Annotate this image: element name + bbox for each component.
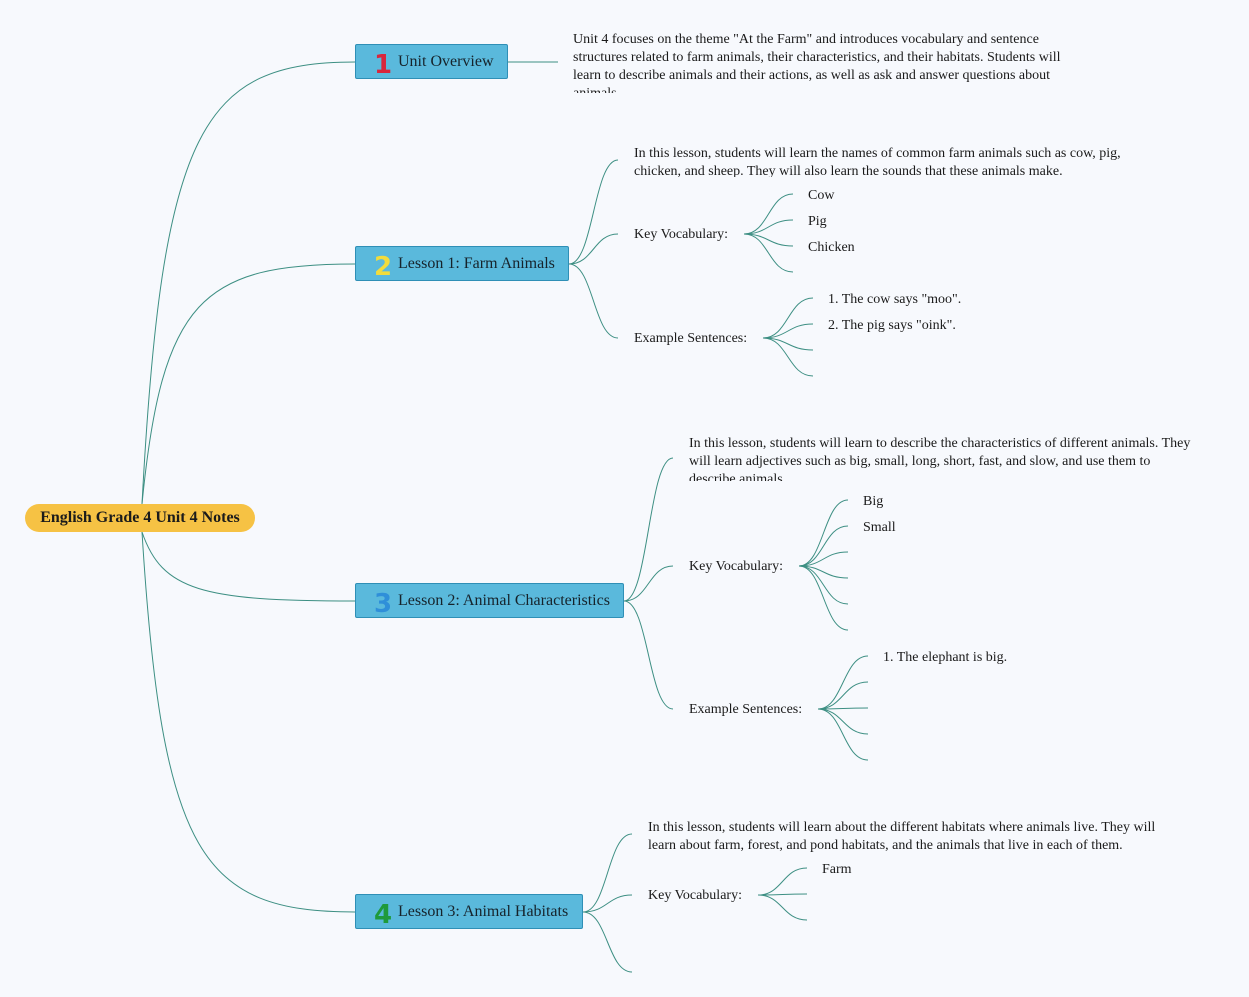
leaf-connector [743, 193, 794, 235]
leaf-connector [762, 337, 814, 377]
number-4-icon: 4 [374, 899, 393, 930]
number-2-icon: 2 [374, 251, 393, 282]
leaf-connector [798, 525, 849, 567]
lesson-1-vocab-label[interactable]: Key Vocabulary: [634, 227, 728, 242]
root-title: English Grade 4 Unit 4 Notes [40, 509, 240, 526]
leaf-connector [817, 655, 869, 710]
root-topic[interactable]: English Grade 4 Unit 4 Notes [25, 504, 255, 532]
branch-title: Lesson 3: Animal Habitats [398, 902, 569, 920]
leaf-connector [798, 565, 849, 605]
leaf-connector [798, 551, 849, 567]
leaf-connector [757, 867, 808, 896]
leaf-connector [798, 565, 849, 631]
branch-title: Unit Overview [398, 52, 494, 70]
number-3-icon: 3 [374, 588, 393, 619]
lesson-1-vocab-item[interactable]: Cow [808, 188, 835, 203]
lesson-3-vocab-label[interactable]: Key Vocabulary: [648, 888, 742, 903]
root-connector [141, 263, 356, 505]
root-connector [141, 531, 356, 913]
root-connector [141, 61, 356, 505]
lesson-2-vocab-item[interactable]: Big [863, 494, 884, 509]
lesson-2-vocab-label[interactable]: Key Vocabulary: [689, 559, 783, 574]
lesson-1-example-item[interactable]: 1. The cow says "moo". [828, 292, 962, 307]
branch-unit-overview[interactable]: 1 Unit Overview [355, 44, 508, 79]
branch-connector [582, 833, 633, 913]
branch-lesson-2[interactable]: 3 Lesson 2: Animal Characteristics [355, 583, 624, 618]
branch-connector [568, 159, 619, 265]
branch-lesson-1[interactable]: 2 Lesson 1: Farm Animals [355, 246, 569, 281]
leaf-connector [762, 323, 814, 339]
branch-connector [582, 894, 633, 913]
branch-connector [623, 457, 674, 602]
leaf-connector [817, 708, 869, 735]
lesson-1-examples-label[interactable]: Example Sentences: [634, 331, 748, 346]
branch-title: Lesson 2: Animal Characteristics [398, 591, 610, 609]
leaf-connector [743, 233, 794, 273]
leaf-connector [817, 681, 869, 710]
leaf-connector [817, 708, 869, 761]
root-connector [141, 531, 356, 602]
lesson-2-examples-label[interactable]: Example Sentences: [689, 702, 803, 717]
lesson-2-example-item[interactable]: 1. The elephant is big. [883, 650, 1008, 665]
unit-overview-description: Unit 4 focuses on the theme "At the Farm… [573, 32, 1061, 93]
branch-connector [623, 600, 674, 710]
lesson-2-vocab-item[interactable]: Small [863, 520, 896, 535]
lesson-1-vocab-item[interactable]: Pig [808, 214, 827, 229]
leaf-connector [762, 297, 814, 339]
branch-connector [582, 911, 633, 973]
branch-connector [568, 263, 619, 339]
leaf-connector [798, 499, 849, 567]
lesson-1-description: In this lesson, students will learn the … [634, 146, 1121, 177]
number-1-icon: 1 [374, 49, 393, 80]
branch-lesson-3[interactable]: 4 Lesson 3: Animal Habitats [355, 894, 583, 929]
leaf-connector [743, 219, 794, 235]
branch-connector [623, 565, 674, 602]
branch-connector [568, 233, 619, 265]
leaf-connector [757, 894, 808, 921]
branch-title: Lesson 1: Farm Animals [398, 254, 555, 272]
lesson-1-example-item[interactable]: 2. The pig says "oink". [828, 318, 956, 333]
lesson-3-description: In this lesson, students will learn abou… [648, 820, 1156, 853]
lesson-3-vocab-item[interactable]: Farm [822, 862, 852, 877]
lesson-2-description: In this lesson, students will learn to d… [689, 436, 1191, 481]
lesson-1-vocab-item[interactable]: Chicken [808, 240, 855, 255]
